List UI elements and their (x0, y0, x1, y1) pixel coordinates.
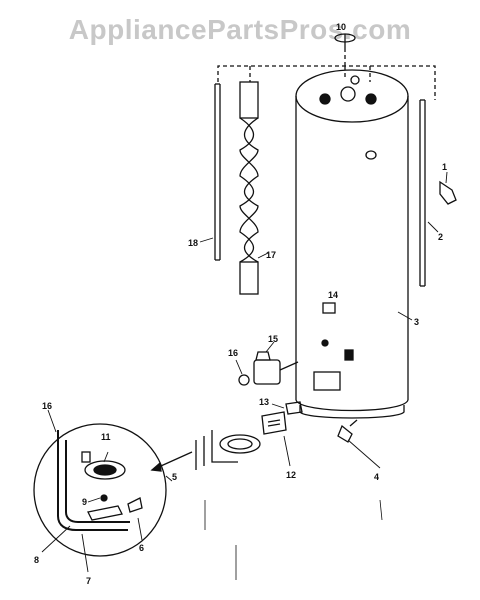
callout-3: 3 (414, 317, 419, 327)
callout-7: 7 (86, 576, 91, 586)
callout-10: 10 (336, 22, 346, 32)
part-17-baffle (239, 81, 269, 295)
callout-1: 1 (442, 162, 447, 172)
part-2-anode-rod (419, 99, 439, 287)
top-connector-lines (217, 48, 436, 100)
callout-8: 8 (34, 555, 39, 565)
callout-12: 12 (286, 470, 296, 480)
detail-circle (33, 409, 167, 573)
callout-18: 18 (188, 238, 198, 248)
callout-16-lower: 16 (42, 401, 52, 411)
part-12-inner-door (261, 411, 291, 467)
callout-5: 5 (172, 472, 177, 482)
part-16-knob (235, 359, 250, 386)
callout-2: 2 (438, 232, 443, 242)
callout-labels: 10 1 2 3 18 17 14 15 16 13 12 4 5 16 11 … (34, 22, 447, 586)
callout-13: 13 (259, 397, 269, 407)
part-3-tank (295, 69, 413, 419)
part-14-label-plate (322, 302, 336, 314)
detail-arrow (150, 451, 193, 482)
callout-14: 14 (328, 290, 338, 300)
callout-11: 11 (101, 432, 111, 442)
burner-access-door (313, 371, 341, 391)
part-13-cover (271, 401, 303, 415)
construction-lines (204, 499, 383, 580)
part-18-rod (199, 83, 221, 261)
burner-assembly (195, 430, 261, 470)
callout-4: 4 (374, 472, 379, 482)
callout-17: 17 (266, 250, 276, 260)
part-15-gas-control (253, 341, 299, 385)
callout-9: 9 (82, 497, 87, 507)
callout-15: 15 (268, 334, 278, 344)
callout-6: 6 (139, 543, 144, 553)
callout-16-upper: 16 (228, 348, 238, 358)
part-4-drain-valve (337, 419, 381, 469)
part-10-top-fitting (334, 33, 356, 48)
part-1-relief-valve (439, 171, 457, 205)
